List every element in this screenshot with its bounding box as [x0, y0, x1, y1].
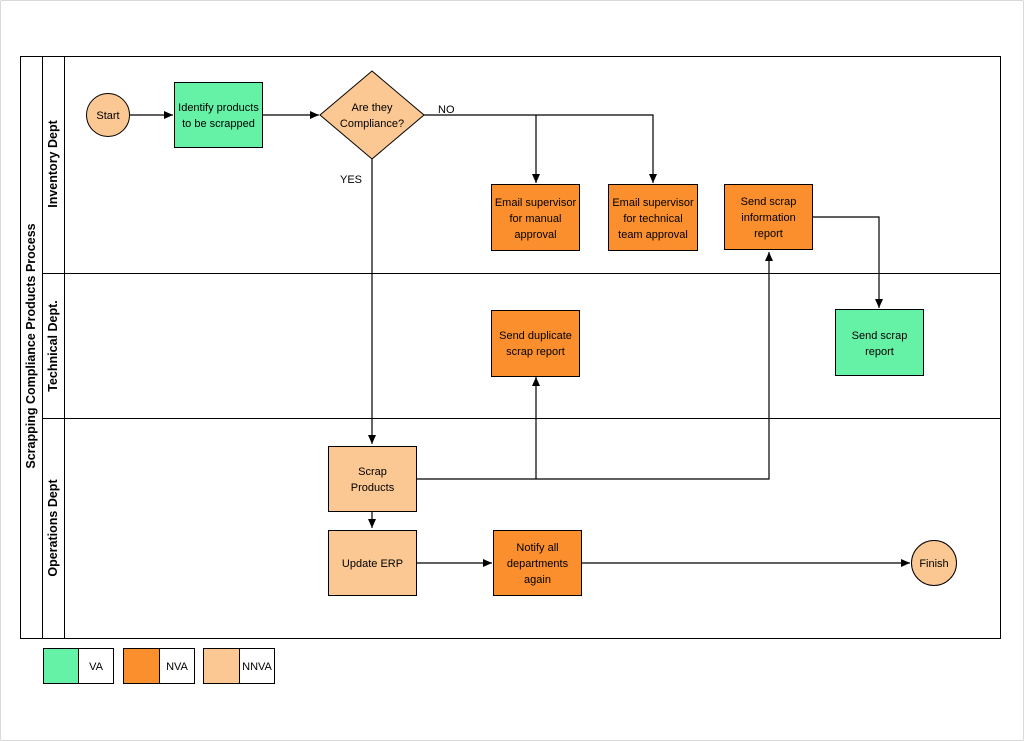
node-send-duplicate-line1: Send duplicate — [499, 330, 572, 342]
node-decision-line1: Are they — [352, 102, 393, 114]
node-email-technical: Email supervisor for technical team appr… — [608, 184, 698, 251]
legend: VA NVA NNVA — [43, 648, 275, 684]
legend-swatch-va — [43, 648, 79, 684]
node-scrap-products-line2: Products — [351, 482, 395, 494]
node-send-info-line2: information — [741, 212, 795, 224]
legend-label-nva: NVA — [166, 661, 188, 673]
node-email-manual: Email supervisor for manual approval — [491, 184, 580, 251]
edges — [129, 111, 910, 567]
node-email-manual-line2: for manual — [510, 213, 562, 225]
node-update-erp: Update ERP — [328, 530, 417, 596]
pool-title: Scrapping Compliance Products Process — [24, 223, 38, 468]
node-scrap-products-line1: Scrap — [358, 466, 387, 478]
node-email-technical-line2: for technical — [623, 213, 682, 225]
node-identify-line1: Identify products — [178, 102, 259, 114]
edge-scrap-info — [416, 252, 773, 480]
node-finish: Finish — [911, 540, 957, 586]
legend-item-nva: NVA — [123, 648, 195, 684]
node-notify-departments: Notify all departments again — [493, 530, 582, 596]
node-email-manual-line1: Email supervisor — [495, 197, 577, 209]
node-email-technical-line1: Email supervisor — [612, 197, 694, 209]
legend-label-va: VA — [89, 661, 104, 673]
legend-item-nnva: NNVA — [203, 648, 275, 684]
node-start-label: Start — [96, 110, 119, 122]
node-identify-line2: to be scrapped — [182, 118, 255, 130]
node-compliance-decision: Are they Compliance? — [319, 70, 425, 160]
legend-swatch-nnva — [203, 648, 240, 684]
legend-item-va: VA — [43, 648, 114, 684]
node-finish-label: Finish — [919, 558, 948, 570]
node-notify-line2: departments — [507, 558, 569, 570]
legend-swatch-nva — [123, 648, 160, 684]
lane-title-inventory: Inventory Dept — [46, 119, 60, 207]
edge-info-sendscrap — [813, 216, 883, 308]
edge-label-yes: YES — [340, 174, 362, 186]
node-send-duplicate: Send duplicate scrap report — [491, 310, 580, 377]
edge-no-technical — [424, 114, 657, 183]
node-update-erp-label: Update ERP — [342, 558, 403, 570]
node-email-manual-line3: approval — [514, 229, 556, 241]
node-email-technical-line3: team approval — [618, 229, 688, 241]
lane-title-technical: Technical Dept. — [46, 300, 60, 391]
lane-title-operations: Operations Dept — [46, 479, 60, 577]
edge-label-no: NO — [438, 104, 455, 116]
legend-label-nnva: NNVA — [242, 661, 272, 673]
node-send-scrap-report: Send scrap report — [835, 309, 924, 376]
node-send-info-report: Send scrap information report — [724, 184, 813, 250]
node-notify-line1: Notify all — [516, 542, 558, 554]
node-scrap-products: Scrap Products — [328, 446, 417, 512]
node-send-scrap-line2: report — [865, 346, 894, 358]
swimlane-pool — [20, 56, 1001, 639]
node-send-scrap-line1: Send scrap — [852, 330, 908, 342]
node-start: Start — [86, 93, 130, 137]
node-send-duplicate-line2: scrap report — [506, 346, 565, 358]
node-send-info-line1: Send scrap — [741, 196, 797, 208]
node-decision-line2: Compliance? — [340, 118, 404, 130]
node-identify-products: Identify products to be scrapped — [174, 82, 263, 148]
node-notify-line3: again — [524, 574, 551, 586]
node-send-info-line3: report — [754, 228, 783, 240]
